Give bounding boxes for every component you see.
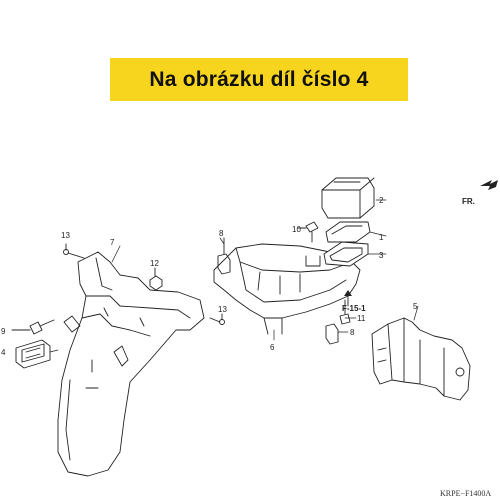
reference-label: F-15-1 xyxy=(342,304,366,313)
inner-fender-part-6 xyxy=(213,243,361,335)
callout-10: 10 xyxy=(292,225,301,234)
leader-lines xyxy=(49,199,419,353)
callout-11: 11 xyxy=(357,314,366,323)
title-text: Na obrázku díl číslo 4 xyxy=(149,67,369,91)
clip-part-8-bottom xyxy=(325,323,339,345)
gasket-part-3 xyxy=(323,241,369,267)
bolt-part-10 xyxy=(297,221,319,243)
nut-part-12 xyxy=(149,267,163,291)
clip-part-8-top xyxy=(217,237,231,275)
callout-6: 6 xyxy=(270,343,275,352)
front-direction-arrow: FR. xyxy=(462,180,498,206)
callout-7: 7 xyxy=(110,238,115,247)
callout-5: 5 xyxy=(413,302,418,311)
reference-arrow xyxy=(344,290,352,307)
reflector-part-4 xyxy=(15,339,51,369)
plate-part-1 xyxy=(325,221,371,243)
callout-4: 4 xyxy=(1,348,6,357)
bolt-part-9 xyxy=(11,319,55,335)
screw-part-13-left xyxy=(63,243,85,259)
callout-8-top: 8 xyxy=(219,229,224,238)
rear-fender-part-7 xyxy=(57,251,205,477)
callout-3: 3 xyxy=(379,251,384,260)
callout-13-left: 13 xyxy=(61,231,70,240)
callout-1: 1 xyxy=(379,233,384,242)
callout-2: 2 xyxy=(379,196,384,205)
callout-9: 9 xyxy=(1,327,6,336)
cover-part-2 xyxy=(321,177,375,219)
callout-labels: 2 1 3 10 7 13 12 8 13 9 4 6 5 11 8 F-15-… xyxy=(1,196,491,498)
diagram-code: KRPE−F1400A xyxy=(440,489,491,498)
callout-8-bottom: 8 xyxy=(350,328,355,337)
bracket-part-5 xyxy=(371,317,471,401)
front-label: FR. xyxy=(462,197,475,206)
callout-12: 12 xyxy=(150,259,159,268)
screw-part-11 xyxy=(339,299,351,325)
title-banner: Na obrázku díl číslo 4 xyxy=(110,58,408,101)
screw-part-13-middle xyxy=(209,313,225,325)
callout-13-middle: 13 xyxy=(218,305,227,314)
